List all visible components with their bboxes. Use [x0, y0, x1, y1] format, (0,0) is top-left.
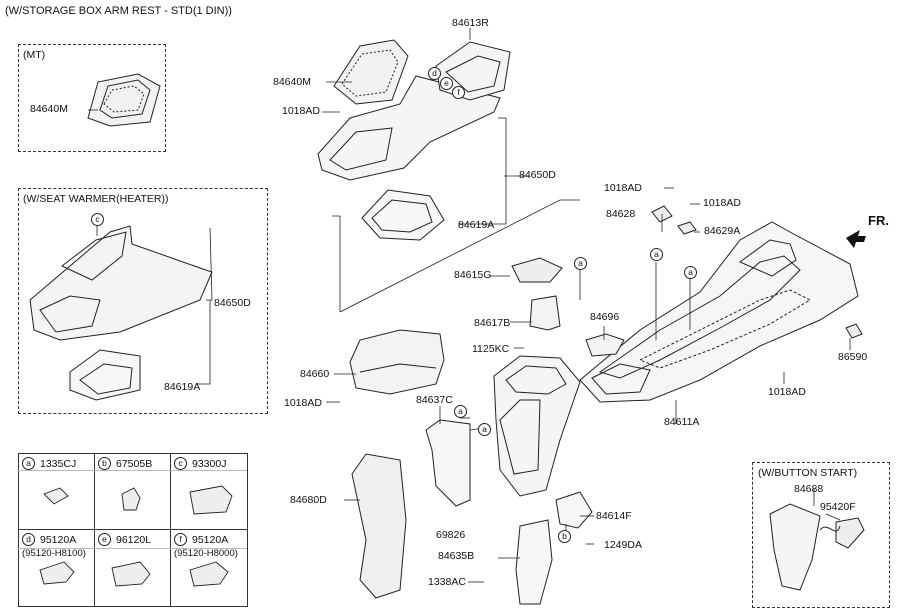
part-label-84617b: 84617B	[474, 317, 511, 329]
part-label-84650d-seatwarmer: 84650D	[214, 297, 251, 309]
mt-box	[18, 44, 166, 152]
legend-sub-d: (95120-H8100)	[22, 548, 86, 559]
small-parts-drawing	[511, 205, 863, 357]
legend-drawings	[39, 485, 233, 587]
seat-warmer-box-label: (W/SEAT WARMER(HEATER))	[23, 193, 169, 205]
legend-table	[18, 453, 248, 607]
legend-code-c: 93300J	[192, 458, 227, 470]
seat-warmer-bezel-drawing	[29, 225, 213, 401]
part-label-84629a: 84629A	[704, 225, 741, 237]
main-console-drawing	[579, 221, 859, 403]
legend-letter-c: c	[174, 457, 187, 470]
part-label-84614f: 84614F	[596, 510, 632, 522]
callout-e: e	[440, 77, 453, 90]
legend-letter-e: e	[98, 533, 111, 546]
legend-letter-b: b	[98, 457, 111, 470]
part-label-84660: 84660	[300, 368, 330, 380]
legend-code-b: 67505B	[116, 458, 153, 470]
part-label-1018ad-5: 1018AD	[768, 386, 806, 398]
part-label-84619a: 84619A	[458, 219, 495, 231]
legend-header-line-2	[18, 548, 247, 549]
part-label-84615g: 84615G	[454, 269, 492, 281]
callout-a-4: a	[454, 405, 467, 418]
legend-sub-f: (95120-H8000)	[174, 548, 238, 559]
callout-f: f	[452, 86, 465, 99]
legend-letter-f: f	[174, 533, 187, 546]
fr-arrow-icon	[846, 230, 866, 248]
legend-code-e: 96120L	[116, 534, 152, 546]
rear-panel-drawing	[351, 453, 407, 599]
part-label-84696: 84696	[590, 311, 620, 323]
callout-a-1: a	[574, 257, 587, 270]
legend-divider-h	[18, 529, 247, 530]
button-start-box-label: (W/BUTTON START)	[758, 467, 858, 479]
button-start-drawing	[769, 503, 865, 591]
part-label-84635b: 84635B	[438, 550, 475, 562]
part-label-84688: 84688	[794, 483, 824, 495]
storage-box-drawing	[493, 355, 581, 497]
part-label-69826: 69826	[436, 529, 466, 541]
diagram-title: (W/STORAGE BOX ARM REST - STD(1 DIN))	[5, 5, 232, 17]
brackets-drawing	[425, 419, 593, 605]
legend-letter-d: d	[22, 533, 35, 546]
part-label-1018ad-3: 1018AD	[703, 197, 741, 209]
seat-warmer-box	[18, 188, 268, 414]
part-label-84613r: 84613R	[452, 17, 489, 29]
part-label-84619a-seatwarmer: 84619A	[164, 381, 201, 393]
part-label-1018ad-1: 1018AD	[282, 105, 320, 117]
armrest-lid-drawing	[349, 329, 445, 395]
upper-bezel-drawing	[317, 39, 511, 241]
callout-a-3: a	[684, 266, 697, 279]
part-label-84637c: 84637C	[416, 394, 453, 406]
part-label-1018ad-2: 1018AD	[604, 182, 642, 194]
part-label-84628: 84628	[606, 208, 636, 220]
legend-header-line-1	[18, 470, 247, 471]
direction-label: FR.	[868, 213, 889, 228]
callout-b-1: b	[558, 530, 571, 543]
leader-lines	[88, 28, 851, 583]
callout-a-5: a	[478, 423, 491, 436]
mt-shift-bezel-drawing	[87, 73, 161, 127]
part-label-1018ad-4: 1018AD	[284, 397, 322, 409]
part-label-84611a: 84611A	[664, 416, 700, 428]
legend-code-d: 95120A	[40, 534, 77, 546]
callout-c: c	[91, 213, 104, 226]
callout-a-2: a	[650, 248, 663, 261]
legend-code-f: 95120A	[192, 534, 229, 546]
button-start-box	[752, 462, 890, 608]
part-label-84650d: 84650D	[519, 169, 556, 181]
part-label-1249da: 1249DA	[604, 539, 642, 551]
legend-letter-a: a	[22, 457, 35, 470]
legend-code-a: 1335CJ	[40, 458, 77, 470]
part-label-95420f: 95420F	[820, 501, 856, 513]
part-label-84680d: 84680D	[290, 494, 327, 506]
part-label-84640m: 84640M	[273, 76, 311, 88]
part-label-1125kc: 1125KC	[472, 343, 510, 355]
part-label-1338ac: 1338AC	[428, 576, 466, 588]
part-label-84640m-mt: 84640M	[30, 103, 68, 115]
callout-d: d	[428, 67, 441, 80]
mt-box-label: (MT)	[23, 49, 46, 61]
part-label-86590: 86590	[838, 351, 868, 363]
